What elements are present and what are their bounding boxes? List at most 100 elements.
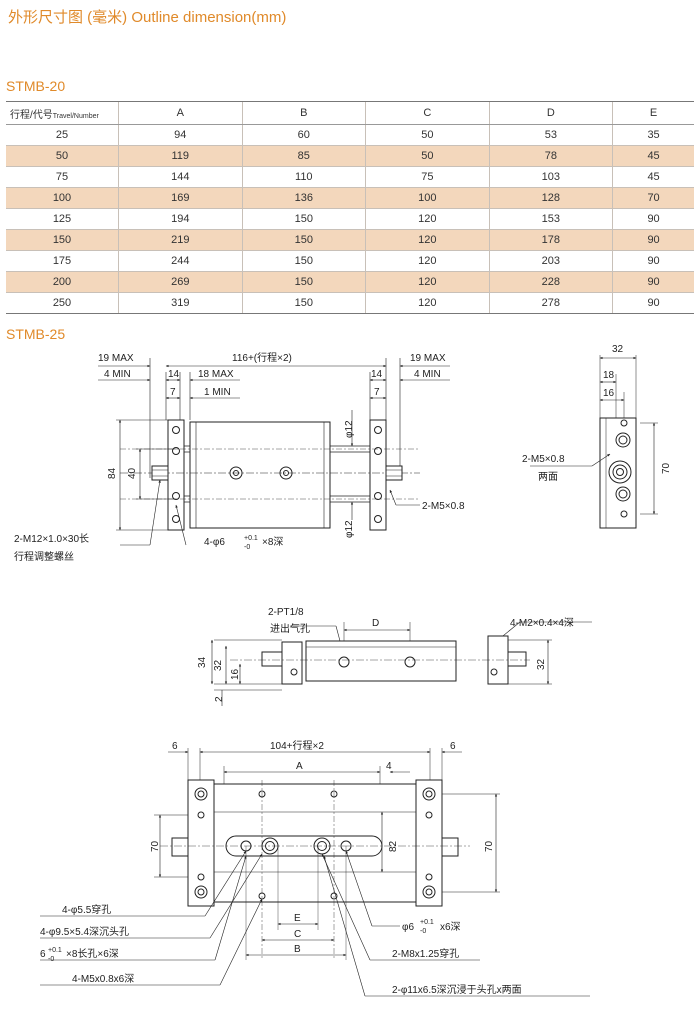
model-title-stmb25: STMB-25 — [6, 326, 66, 342]
label-both-faces: 两面 — [538, 472, 558, 483]
table-cell: 178 — [488, 229, 613, 251]
dim-6-right: 6 — [450, 741, 456, 752]
dim-c-label: C — [294, 929, 301, 940]
table-cell: 45 — [612, 166, 694, 188]
label-phi11: 2-φ11x6.5深沉浸于头孔x两面 — [392, 983, 522, 996]
dim-2: 2 — [214, 696, 225, 702]
label-phi6: φ6 — [402, 922, 414, 933]
table-cell: 90 — [612, 250, 694, 272]
table-cell: 244 — [118, 250, 243, 272]
label-phi6-tol-minus: -0 — [420, 928, 426, 935]
dim-d-label: D — [372, 618, 379, 629]
table-cell: 319 — [118, 292, 243, 314]
side-view — [530, 355, 658, 529]
dim-stroke-total-bottom: 104+行程×2 — [270, 739, 324, 752]
table-cell: 144 — [118, 166, 243, 188]
dim-19max-left: 19 MAX — [98, 353, 134, 364]
dim-b-label: B — [294, 944, 301, 955]
label-hole55: 4-φ5.5穿孔 — [62, 903, 111, 916]
table-cell: 94 — [118, 124, 243, 146]
table-cell: 203 — [488, 250, 613, 272]
table-cell: 60 — [241, 124, 366, 146]
table-cell: 169 — [118, 187, 243, 209]
label-holes-tol-minus: -0 — [244, 544, 250, 551]
table-cell: 120 — [365, 229, 490, 251]
label-slot-6: 6 — [40, 949, 46, 960]
table-cell: 45 — [612, 145, 694, 167]
table-cell: 228 — [488, 271, 613, 293]
table-cell: 278 — [488, 292, 613, 314]
dim-14-right: 14 — [371, 369, 383, 380]
dim-7-left: 7 — [170, 387, 176, 398]
table-cell: 200 — [6, 271, 119, 293]
table-cell: 70 — [612, 187, 694, 209]
dim-7-right: 7 — [374, 387, 380, 398]
table-cell: 125 — [6, 208, 119, 230]
table-cell: 50 — [6, 145, 119, 167]
table-cell: 53 — [488, 124, 613, 146]
table-cell: 90 — [612, 271, 694, 293]
table-cell: 150 — [6, 229, 119, 251]
label-slot-tol-plus: +0.1 — [48, 947, 62, 954]
dim-32-left: 32 — [213, 659, 224, 671]
label-counterbore: 4-φ9.5×5.4深沉头孔 — [40, 925, 129, 938]
top-view-labels: 19 MAX 4 MIN 116+(行程×2) 19 MAX 4 MIN 14 … — [14, 351, 465, 563]
dim-4-bottom: 4 — [386, 761, 392, 772]
dim-70-right: 70 — [484, 840, 495, 852]
header-travel-en: Travel/Number — [52, 112, 99, 120]
table-cell: 100 — [365, 187, 490, 209]
bottom-view-labels: 6 104+行程×2 6 A 4 70 82 70 E C B 4-φ5.5穿孔… — [40, 739, 522, 996]
label-phi6-tol-plus: +0.1 — [420, 919, 434, 926]
table-cell: 219 — [118, 229, 243, 251]
table-cell: 35 — [612, 124, 694, 146]
table-cell: 250 — [6, 292, 119, 314]
table-cell: 150 — [241, 250, 366, 272]
table-cell: 150 — [241, 229, 366, 251]
table-cell: 90 — [612, 208, 694, 230]
table-cell: 119 — [118, 145, 243, 167]
dim-32-right: 32 — [536, 658, 547, 670]
header-col-d: D — [488, 101, 613, 125]
table-cell: 120 — [365, 250, 490, 272]
dim-stroke-total-top: 116+(行程×2) — [232, 351, 292, 364]
table-cell: 175 — [6, 250, 119, 272]
table-cell: 90 — [612, 229, 694, 251]
label-phi6-depth: x6深 — [440, 921, 461, 933]
table-cell: 150 — [241, 208, 366, 230]
dim-e-label: E — [294, 913, 301, 924]
header-col-e: E — [612, 101, 694, 125]
table-header-row: 行程/代号Travel/Number A B C D E — [6, 101, 694, 125]
label-holes-phi6: 4-φ6 — [204, 537, 225, 548]
dim-phi12-bottom: φ12 — [344, 520, 355, 538]
page-title: 外形尺寸图 (毫米) Outline dimension(mm) — [8, 9, 287, 26]
label-m8: 2-M8x1.25穿孔 — [392, 947, 459, 960]
table-cell: 100 — [6, 187, 119, 209]
bottom-view — [40, 748, 590, 997]
label-slot-tol-minus: -0 — [48, 956, 54, 963]
header-col-b: B — [241, 101, 366, 125]
label-m12-thread: 2-M12×1.0×30长 — [14, 533, 89, 545]
dim-82: 82 — [388, 840, 399, 852]
table-cell: 75 — [6, 166, 119, 188]
dim-1min: 1 MIN — [204, 387, 231, 398]
table-cell: 103 — [488, 166, 613, 188]
label-inlet: 进出气孔 — [270, 622, 310, 635]
front-view — [210, 621, 592, 706]
dim-40: 40 — [127, 467, 138, 479]
model-title-stmb20: STMB-20 — [6, 78, 66, 94]
label-m5-4: 4-M5x0.8x6深 — [72, 973, 134, 985]
dim-16: 16 — [230, 668, 241, 680]
table-cell: 110 — [241, 166, 366, 188]
dim-32-side: 32 — [612, 344, 624, 355]
table-cell: 120 — [365, 271, 490, 293]
table-cell: 78 — [488, 145, 613, 167]
dim-4min-left: 4 MIN — [104, 369, 131, 380]
header-col-a: A — [118, 101, 243, 125]
table-cell: 150 — [241, 271, 366, 293]
label-holes-depth: ×8深 — [262, 536, 283, 548]
dim-14-left: 14 — [168, 369, 180, 380]
